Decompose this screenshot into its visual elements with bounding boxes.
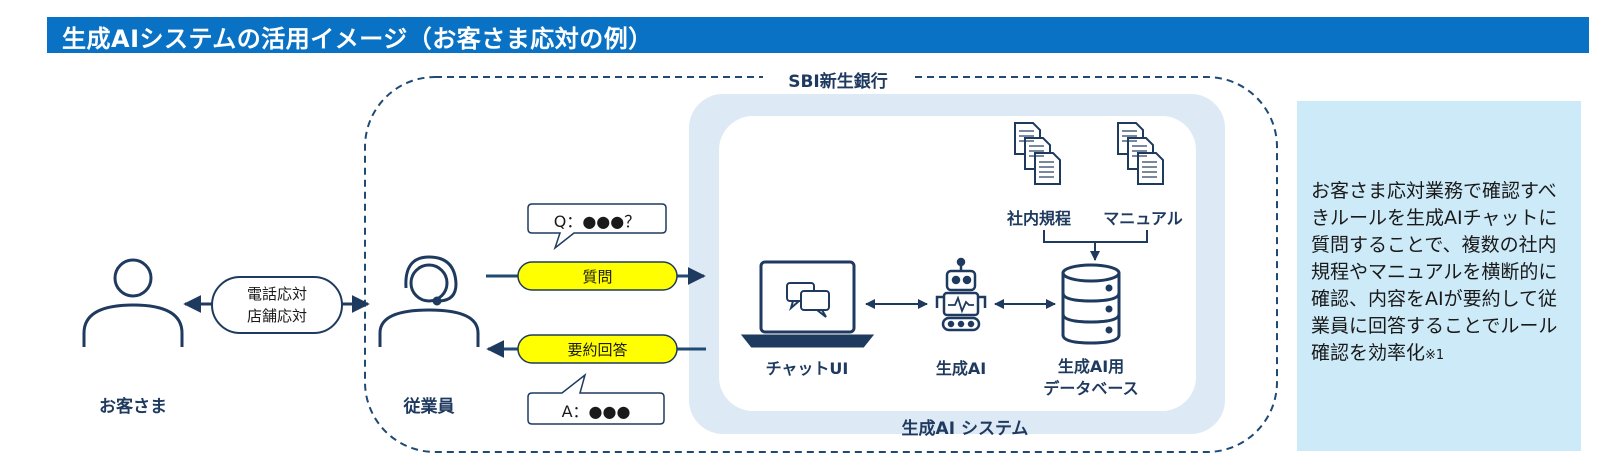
- database-icon: [1061, 263, 1121, 345]
- note-body: お客さま応対業務で確認すべきルールを生成AIチャットに質問することで、複数の社内…: [1311, 180, 1558, 364]
- answer-pill: [517, 334, 678, 364]
- note-panel: [1297, 101, 1581, 451]
- documents-icon: [1117, 122, 1164, 185]
- chat-ui-label: チャットUI: [765, 359, 849, 378]
- channel-line1: 電話応対: [246, 285, 307, 303]
- docs-connector: [1043, 230, 1148, 261]
- robot-icon: [935, 257, 987, 332]
- question-speech-bubble: [527, 203, 667, 251]
- person-icon: [82, 258, 184, 347]
- page-title: 生成AIシステムの活用イメージ（お客さま応対の例）: [62, 25, 653, 53]
- note-reference: ※1: [1425, 348, 1445, 363]
- system-label: 生成AI システム: [901, 419, 1029, 439]
- employee-label: 従業員: [403, 397, 455, 417]
- channel-line2: 店舗応対: [246, 307, 307, 325]
- headset-person-icon: [378, 255, 480, 347]
- answer-pill-label: 要約回答: [567, 341, 628, 359]
- note-text: お客さま応対業務で確認すべきルールを生成AIチャットに質問することで、複数の社内…: [1311, 178, 1573, 369]
- customer-label: お客さま: [99, 397, 167, 417]
- header-bar: [47, 17, 1589, 53]
- doc-label-manual: マニュアル: [1103, 209, 1183, 228]
- documents-icon: [1014, 122, 1061, 185]
- question-pill-label: 質問: [582, 268, 613, 286]
- question-bubble-text: Q：●●●？: [553, 212, 641, 231]
- database-label-line1: 生成AI用: [1057, 357, 1125, 376]
- laptop-chat-icon: [740, 260, 875, 348]
- answer-speech-bubble: [527, 373, 665, 425]
- bank-label-bg: [763, 66, 913, 90]
- database-label-line2: データベース: [1043, 379, 1139, 398]
- gen-ai-label: 生成AI: [935, 359, 987, 378]
- doc-label-rules: 社内規程: [1006, 209, 1071, 228]
- answer-bubble-text: A：●●●: [561, 402, 631, 421]
- channel-bubble: [211, 276, 343, 334]
- question-pill: [517, 261, 678, 291]
- bank-label: SBI新生銀行: [788, 72, 888, 92]
